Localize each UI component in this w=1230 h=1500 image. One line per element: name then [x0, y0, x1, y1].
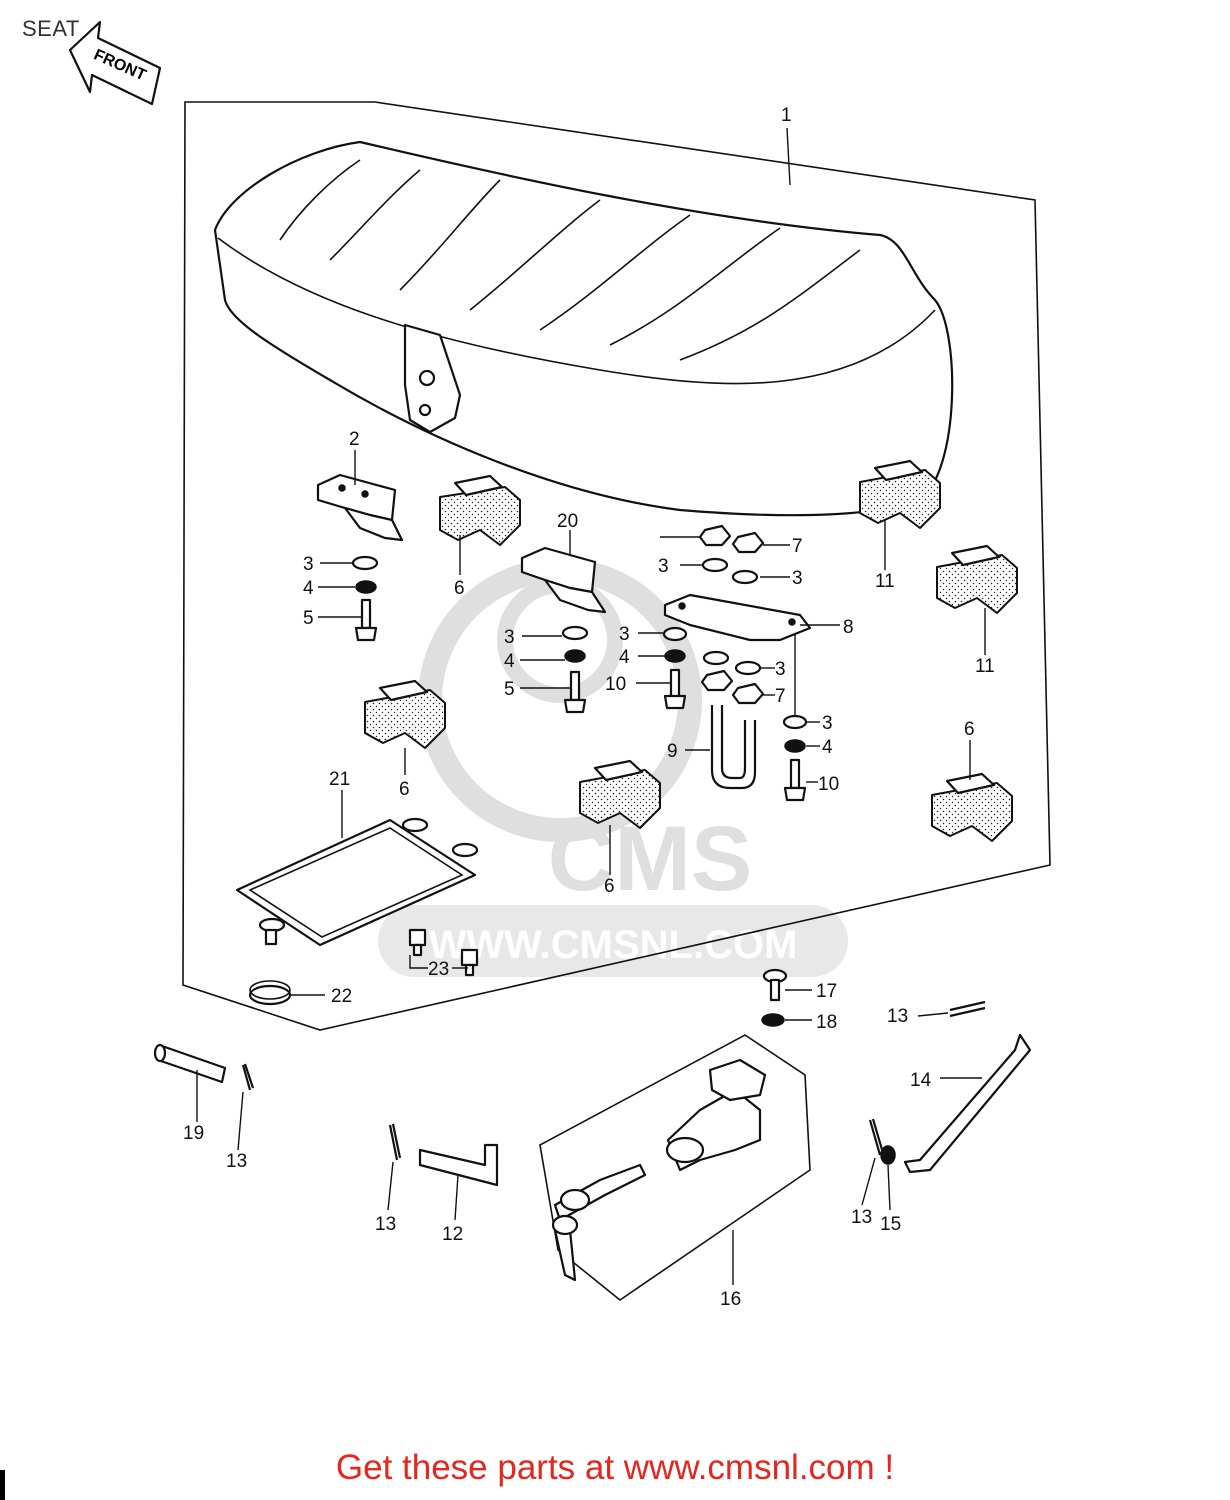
callout-7: 7 — [792, 536, 803, 557]
callout-3: 3 — [822, 713, 833, 734]
callout-6: 6 — [604, 876, 615, 897]
rubber-damper-6a — [439, 474, 521, 546]
watermark-brand: CMS — [548, 808, 752, 910]
callout-labels: 1 2 3 4 5 6 20 3 4 5 7 3 3 8 3 4 10 3 7 … — [183, 105, 995, 1310]
callout-20: 20 — [557, 511, 578, 532]
callout-7: 7 — [775, 686, 786, 707]
seat-cushion — [213, 140, 954, 517]
callout-13: 13 — [887, 1006, 908, 1027]
callout-22: 22 — [331, 986, 352, 1007]
callout-6: 6 — [454, 578, 465, 599]
callout-3: 3 — [619, 624, 630, 645]
seat-hinge-pin — [153, 1043, 227, 1084]
callout-15: 15 — [880, 1214, 901, 1235]
callout-10: 10 — [605, 674, 626, 695]
callout-13: 13 — [226, 1151, 247, 1172]
seat-assembly-outline — [182, 101, 1051, 1031]
seat-lock-set — [539, 1034, 811, 1301]
promo-banner: Get these parts at www.cmsnl.com ! — [335, 1448, 895, 1487]
callout-14: 14 — [910, 1070, 932, 1091]
seat-lock-bar — [418, 1143, 499, 1187]
rubber-damper-6b — [364, 679, 446, 749]
seat-stay-rod — [903, 1033, 1032, 1174]
rubber-damper-6c — [579, 759, 661, 829]
callout-3: 3 — [792, 568, 803, 589]
rubber-damper-6d — [931, 772, 1013, 842]
rubber-damper-11b — [936, 544, 1018, 614]
callout-13: 13 — [375, 1214, 396, 1235]
callout-17: 17 — [816, 981, 837, 1002]
callout-3: 3 — [658, 556, 669, 577]
corner-mark — [0, 1470, 5, 1500]
page-title: SEAT — [22, 16, 80, 41]
callout-2: 2 — [349, 429, 360, 450]
front-seat-bracket — [316, 473, 404, 542]
callout-9: 9 — [667, 741, 678, 762]
storage-tray — [235, 817, 479, 947]
callout-19: 19 — [183, 1123, 204, 1144]
callout-13: 13 — [851, 1207, 872, 1228]
callout-11: 11 — [875, 571, 895, 592]
callout-4: 4 — [504, 651, 515, 672]
callout-21: 21 — [329, 769, 350, 790]
callout-6: 6 — [964, 719, 975, 740]
callout-11: 11 — [975, 656, 995, 677]
callout-5: 5 — [504, 679, 515, 700]
callout-5: 5 — [303, 608, 314, 629]
front-arrow-icon: FRONT — [68, 20, 162, 106]
callout-1: 1 — [781, 105, 792, 126]
callout-4: 4 — [822, 737, 833, 758]
callout-4: 4 — [619, 647, 630, 668]
callout-4: 4 — [303, 578, 314, 599]
callout-3: 3 — [504, 627, 515, 648]
callout-23: 23 — [428, 959, 449, 980]
callout-3: 3 — [775, 659, 786, 680]
callout-12: 12 — [442, 1224, 463, 1245]
callout-3: 3 — [303, 554, 314, 575]
callout-16: 16 — [720, 1289, 741, 1310]
callout-6: 6 — [399, 779, 410, 800]
rubber-damper-11a — [859, 459, 941, 529]
watermark-url: WWW.CMSNL.COM — [429, 923, 798, 967]
callout-18: 18 — [816, 1012, 837, 1033]
callout-10: 10 — [818, 774, 839, 795]
callout-8: 8 — [843, 617, 854, 638]
leader-lines — [196, 127, 986, 1285]
